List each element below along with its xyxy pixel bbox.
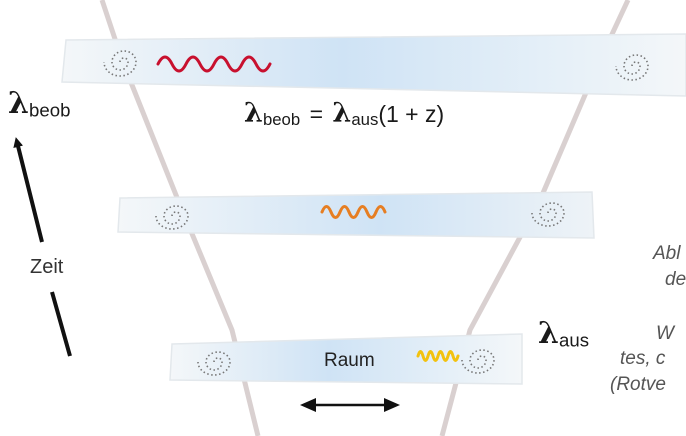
redshift-formula: λbeob = λaus(1 + z) — [244, 98, 445, 129]
caption-fragment: tes, c — [620, 348, 666, 369]
spiral-galaxy-icon — [531, 202, 565, 227]
time-label: Zeit — [30, 256, 64, 278]
spiral-galaxy-icon — [155, 205, 189, 230]
space-label: Raum — [324, 350, 375, 371]
wave-emitted-yellow — [416, 350, 460, 362]
caption-fragment: de — [665, 269, 686, 290]
spiral-galaxy-icon — [103, 50, 137, 77]
double-arrow-icon — [300, 398, 400, 412]
space-band-bottom — [169, 333, 523, 385]
lambda-emitted-label: λaus — [538, 316, 590, 351]
spiral-galaxy-icon — [615, 54, 649, 81]
time-arrow-tail — [50, 291, 72, 357]
wave-middle-orange — [320, 205, 387, 219]
spiral-galaxy-icon — [461, 349, 495, 374]
caption-fragment: Abl — [653, 243, 681, 264]
space-band-top — [61, 33, 686, 97]
lambda-observed-label: λbeob — [8, 86, 71, 121]
spiral-galaxy-icon — [197, 351, 231, 376]
caption-fragment: (Rotve — [610, 374, 666, 395]
caption-fragment: W — [656, 323, 674, 344]
wave-observed-red — [156, 55, 272, 73]
up-arrow-icon — [13, 137, 44, 243]
